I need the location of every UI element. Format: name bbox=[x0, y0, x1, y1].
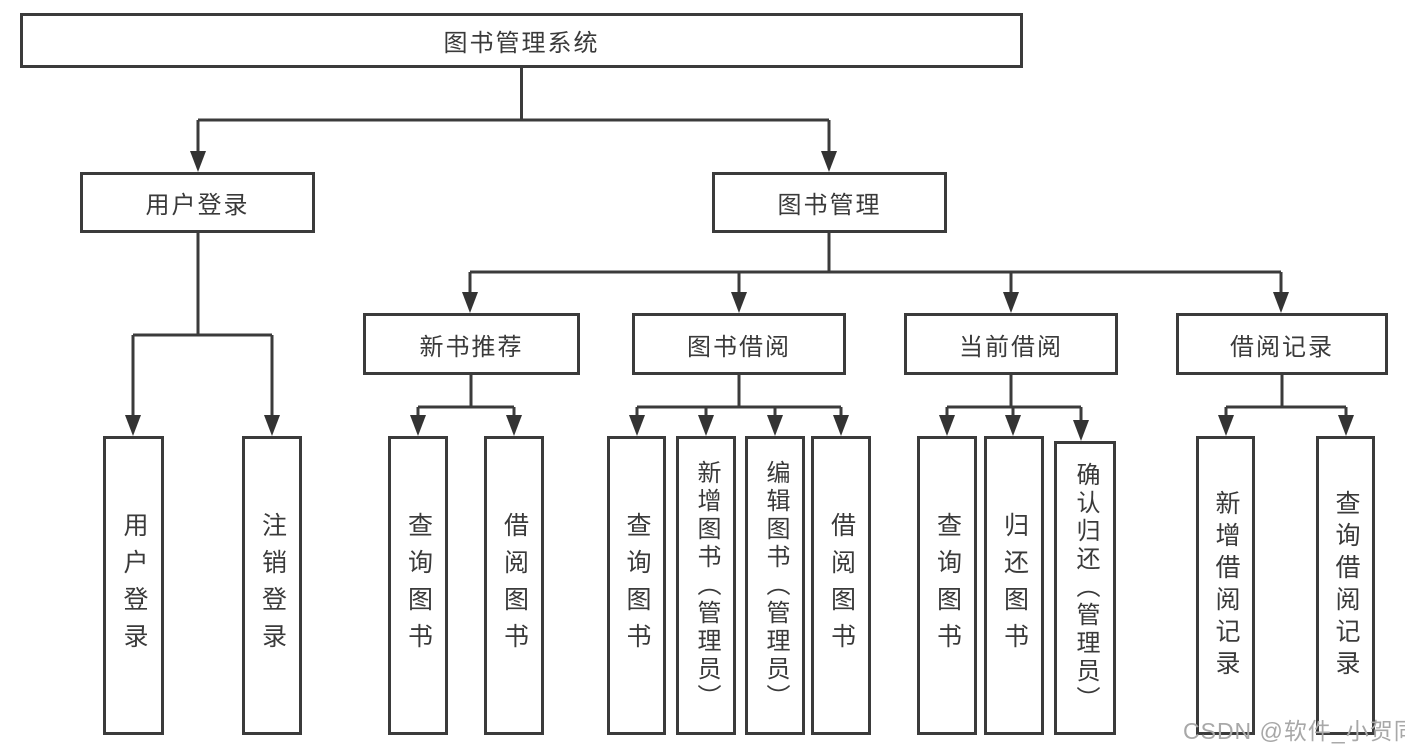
leaf-logout: 注销登录 bbox=[242, 436, 302, 735]
leaf-edit-book-admin: 编辑图书（管理员） bbox=[745, 436, 805, 735]
node-current-borrow-label: 当前借阅 bbox=[959, 333, 1063, 361]
csdn-watermark: CSDN @软件_小贺同学 bbox=[1183, 718, 1405, 744]
arrowhead-icon bbox=[1003, 292, 1019, 313]
leaf-query-borrow-record: 查询借阅记录 bbox=[1316, 436, 1375, 735]
leaf-current-query-books-label: 查询图书 bbox=[933, 511, 962, 660]
leaf-borrow-query-books: 查询图书 bbox=[607, 436, 666, 735]
arrowhead-icon bbox=[1005, 415, 1021, 436]
arrowhead-icon bbox=[731, 292, 747, 313]
leaf-newrec-query-books-label: 查询图书 bbox=[404, 511, 433, 660]
leaf-user-login: 用户登录 bbox=[103, 436, 164, 735]
arrowhead-icon bbox=[506, 415, 522, 436]
arrowhead-icon bbox=[462, 292, 478, 313]
arrowheads bbox=[125, 151, 1354, 441]
leaf-add-book-admin: 新增图书（管理员） bbox=[676, 436, 736, 735]
connector-book-borrow-children bbox=[635, 375, 843, 420]
arrowhead-icon bbox=[1218, 415, 1234, 436]
arrowhead-icon bbox=[1073, 420, 1089, 441]
leaf-newrec-query-books: 查询图书 bbox=[388, 436, 448, 735]
leaf-current-query-books: 查询图书 bbox=[917, 436, 977, 735]
connector-new-book-children bbox=[416, 375, 516, 420]
node-new-book-recommend: 新书推荐 bbox=[363, 313, 580, 375]
arrowhead-icon bbox=[629, 415, 645, 436]
node-root: 图书管理系统 bbox=[20, 13, 1023, 68]
leaf-borrow-book: 借阅图书 bbox=[811, 436, 871, 735]
connector-borrow-records-children bbox=[1224, 375, 1348, 420]
arrowhead-icon bbox=[767, 415, 783, 436]
arrowhead-icon bbox=[190, 151, 206, 172]
connector-current-borrow-children bbox=[945, 375, 1083, 425]
node-user-login-label: 用户登录 bbox=[145, 192, 250, 219]
arrowhead-icon bbox=[833, 415, 849, 436]
arrowhead-icon bbox=[821, 151, 837, 172]
node-root-label: 图书管理系统 bbox=[443, 30, 600, 57]
leaf-newrec-borrow-books-label: 借阅图书 bbox=[500, 511, 529, 660]
leaf-newrec-borrow-books: 借阅图书 bbox=[484, 436, 544, 735]
leaf-confirm-return-admin-label: 确认归还（管理员） bbox=[1072, 462, 1099, 714]
connector-book-mgmt-to-level3 bbox=[468, 233, 1283, 297]
leaf-add-borrow-record: 新增借阅记录 bbox=[1196, 436, 1255, 735]
arrowhead-icon bbox=[1338, 415, 1354, 436]
leaf-user-login-label: 用户登录 bbox=[120, 511, 148, 660]
leaf-return-book: 归还图书 bbox=[984, 436, 1044, 735]
leaf-return-book-label: 归还图书 bbox=[1000, 511, 1029, 660]
node-book-management-label: 图书管理 bbox=[777, 192, 882, 219]
node-user-login: 用户登录 bbox=[80, 172, 315, 233]
leaf-confirm-return-admin: 确认归还（管理员） bbox=[1054, 441, 1116, 735]
node-new-book-recommend-label: 新书推荐 bbox=[419, 333, 524, 361]
arrowhead-icon bbox=[410, 415, 426, 436]
node-book-management: 图书管理 bbox=[712, 172, 947, 233]
arrowhead-icon bbox=[939, 415, 955, 436]
arrowhead-icon bbox=[264, 415, 280, 436]
node-borrow-records: 借阅记录 bbox=[1176, 313, 1388, 375]
arrowhead-icon bbox=[125, 415, 141, 436]
node-current-borrow: 当前借阅 bbox=[904, 313, 1118, 375]
node-book-borrow-label: 图书借阅 bbox=[687, 333, 791, 361]
leaf-borrow-book-label: 借阅图书 bbox=[827, 511, 856, 660]
leaf-logout-label: 注销登录 bbox=[258, 511, 287, 660]
leaf-borrow-query-books-label: 查询图书 bbox=[623, 511, 651, 660]
arrowhead-icon bbox=[1273, 292, 1289, 313]
leaf-query-borrow-record-label: 查询借阅记录 bbox=[1332, 489, 1360, 682]
connector-root-to-level2 bbox=[196, 68, 831, 156]
leaf-add-book-admin-label: 新增图书（管理员） bbox=[693, 459, 720, 712]
node-borrow-records-label: 借阅记录 bbox=[1230, 333, 1334, 361]
connector-user-login-children bbox=[131, 233, 274, 420]
leaf-add-borrow-record-label: 新增借阅记录 bbox=[1212, 489, 1240, 682]
leaf-edit-book-admin-label: 编辑图书（管理员） bbox=[762, 459, 789, 712]
node-book-borrow: 图书借阅 bbox=[632, 313, 846, 375]
arrowhead-icon bbox=[698, 415, 714, 436]
